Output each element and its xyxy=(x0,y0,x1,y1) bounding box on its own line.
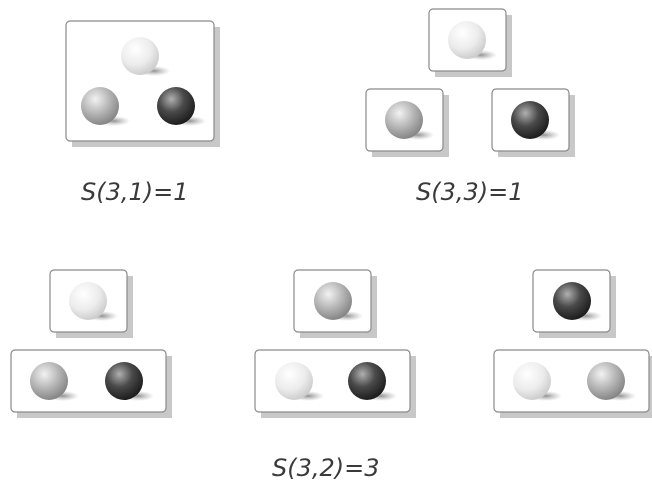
gray-ball-sphere xyxy=(385,101,423,139)
caption-s-3-3: S(3,3)=1 xyxy=(416,178,524,206)
gray-ball xyxy=(385,101,435,140)
white-ball xyxy=(275,362,325,401)
dark-ball-sphere xyxy=(157,87,195,125)
dark-ball xyxy=(511,101,561,140)
white-ball-sphere xyxy=(513,362,551,400)
caption-s-3-1: S(3,1)=1 xyxy=(81,178,189,206)
gray-ball-sphere xyxy=(30,362,68,400)
caption-s-3-2: S(3,2)=3 xyxy=(272,454,380,482)
white-ball-sphere xyxy=(448,21,486,59)
white-ball xyxy=(513,362,563,401)
gray-ball xyxy=(587,362,637,401)
gray-ball-sphere xyxy=(587,362,625,400)
white-ball xyxy=(69,282,119,321)
dark-ball xyxy=(157,87,207,126)
white-ball xyxy=(121,37,171,76)
gray-ball xyxy=(81,87,131,126)
gray-ball-sphere xyxy=(314,282,352,320)
white-ball-sphere xyxy=(121,37,159,75)
dark-ball xyxy=(348,362,398,401)
white-ball-sphere xyxy=(69,282,107,320)
dark-ball-sphere xyxy=(511,101,549,139)
gray-ball xyxy=(314,282,364,321)
dark-ball xyxy=(553,282,603,321)
gray-ball-sphere xyxy=(81,87,119,125)
dark-ball-sphere xyxy=(553,282,591,320)
white-ball xyxy=(448,21,498,60)
gray-ball xyxy=(30,362,80,401)
white-ball-sphere xyxy=(275,362,313,400)
dark-ball-sphere xyxy=(348,362,386,400)
dark-ball xyxy=(105,362,155,401)
dark-ball-sphere xyxy=(105,362,143,400)
